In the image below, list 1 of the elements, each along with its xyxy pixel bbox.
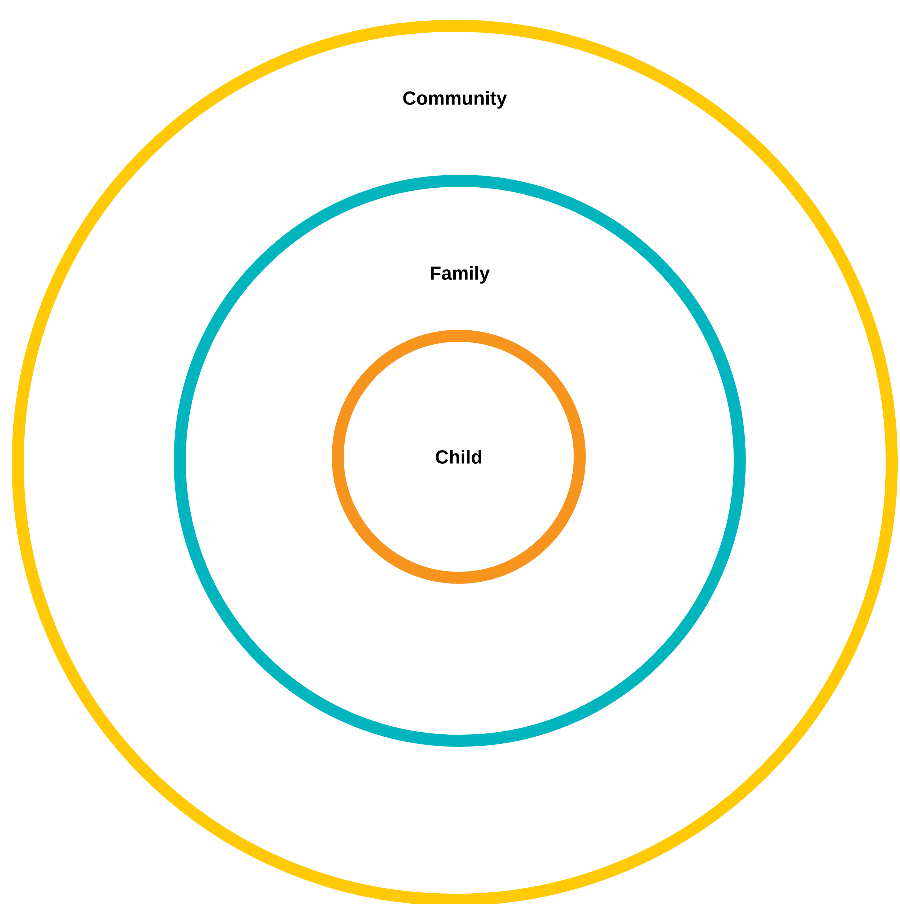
ring: Child: [332, 330, 586, 584]
